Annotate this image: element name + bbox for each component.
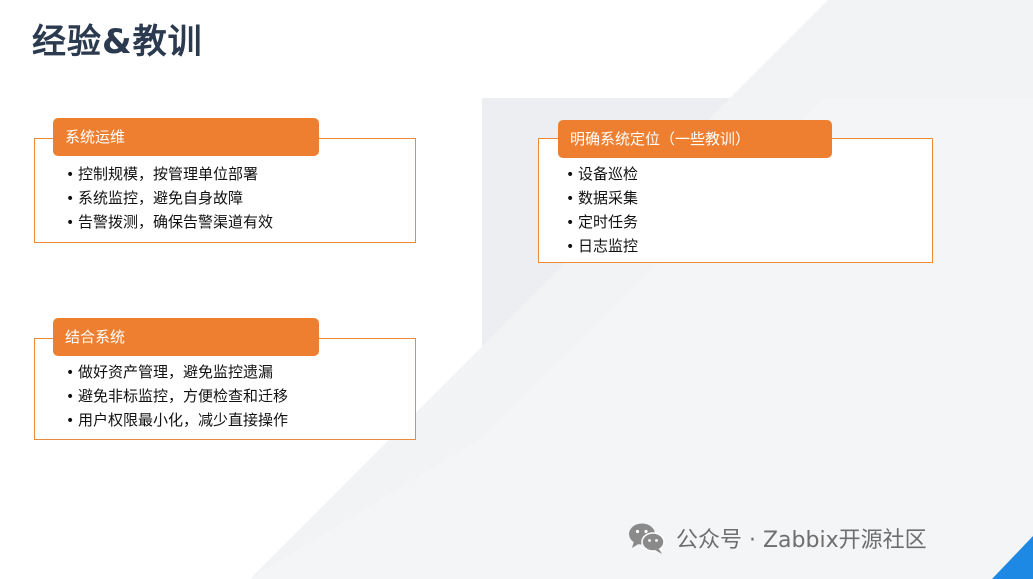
list-item: •数据采集	[566, 187, 638, 211]
list-item: •定时任务	[566, 211, 638, 235]
watermark-text: 公众号 · Zabbix开源社区	[676, 528, 927, 553]
bullet-icon: •	[566, 191, 575, 207]
card-integrate-systems-header: 结合系统	[53, 318, 319, 356]
bullet-icon: •	[566, 167, 575, 183]
list-item: •日志监控	[566, 235, 638, 259]
list-item: •设备巡检	[566, 163, 638, 187]
list-item: •系统监控，避免自身故障	[66, 187, 273, 211]
card-system-positioning-header: 明确系统定位（一些教训）	[558, 120, 832, 158]
card-system-ops-list: •控制规模，按管理单位部署 •系统监控，避免自身故障 •告警拨测，确保告警渠道有…	[66, 163, 273, 235]
bullet-icon: •	[66, 389, 75, 405]
page-title: 经验&教训	[32, 22, 203, 62]
card-system-positioning-list: •设备巡检 •数据采集 •定时任务 •日志监控	[566, 163, 638, 259]
bullet-icon: •	[66, 413, 75, 429]
bullet-icon: •	[66, 215, 75, 231]
list-item: •避免非标监控，方便检查和迁移	[66, 385, 288, 409]
bullet-icon: •	[66, 191, 75, 207]
list-item: •告警拨测，确保告警渠道有效	[66, 211, 273, 235]
card-integrate-systems-list: •做好资产管理，避免监控遗漏 •避免非标监控，方便检查和迁移 •用户权限最小化，…	[66, 361, 288, 433]
list-item: •用户权限最小化，减少直接操作	[66, 409, 288, 433]
blue-corner-accent	[992, 536, 1033, 579]
bullet-icon: •	[66, 167, 75, 183]
bullet-icon: •	[66, 365, 75, 381]
wechat-icon	[629, 523, 665, 554]
watermark: 公众号 · Zabbix开源社区	[628, 520, 927, 556]
bullet-icon: •	[566, 239, 575, 255]
card-system-ops-header: 系统运维	[53, 118, 319, 156]
list-item: •做好资产管理，避免监控遗漏	[66, 361, 288, 385]
list-item: •控制规模，按管理单位部署	[66, 163, 273, 187]
card-system-positioning	[538, 138, 933, 263]
bullet-icon: •	[566, 215, 575, 231]
